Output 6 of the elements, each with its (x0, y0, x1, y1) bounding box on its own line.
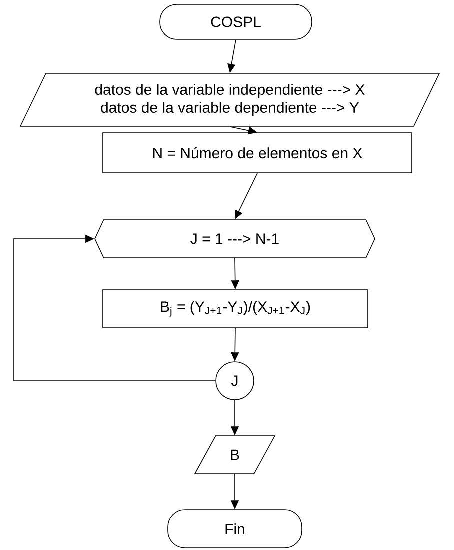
process-box: B$_{j}$ = (Y$_{J+1}$-Y$_{J}$)/(X$_{J+1}$-X$_{J}$) (102, 290, 368, 328)
start-terminal: COSPL (160, 4, 312, 40)
loop-hexagon: J = 1 ---> N-1 (94, 220, 376, 258)
loop-arrow (14, 234, 216, 382)
end-terminal: Fin (168, 510, 302, 548)
process-box: N = Número de elementos en X (102, 132, 412, 174)
